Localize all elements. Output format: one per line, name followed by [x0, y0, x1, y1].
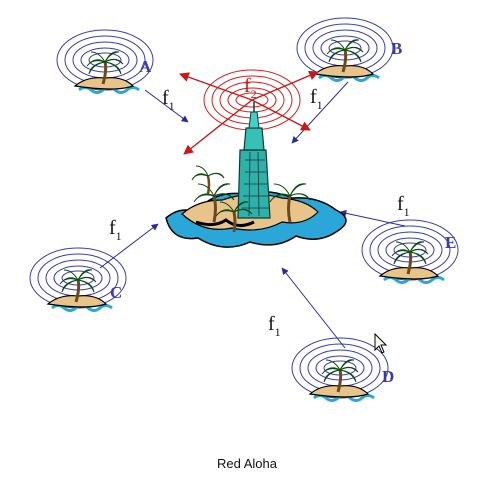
link-e-arrow: [339, 209, 406, 227]
island-e-icon: [360, 218, 460, 284]
node-c-freq: f1: [109, 217, 122, 243]
link-c-arrow: [99, 223, 159, 269]
island-d-icon: [290, 336, 390, 402]
node-c: C f1: [28, 217, 128, 312]
caption: Red Aloha: [217, 456, 277, 471]
node-e-label: E: [445, 233, 456, 252]
hub-freq: f2: [244, 75, 257, 101]
node-d: D f1: [268, 313, 394, 402]
node-a-label: A: [139, 57, 152, 76]
node-b-freq: f1: [310, 86, 323, 112]
node-d-label: D: [382, 367, 394, 386]
hub-broadcast-arrows: [179, 70, 319, 155]
node-e: E f1: [360, 193, 460, 284]
node-b-label: B: [391, 39, 402, 58]
mouse-cursor-icon: [374, 332, 388, 354]
tower-icon: [237, 102, 271, 219]
node-e-freq: f1: [397, 193, 410, 219]
node-a: A f1: [55, 28, 175, 113]
node-b: B f1: [295, 16, 402, 112]
node-d-freq: f1: [268, 313, 281, 339]
link-b-arrow: [291, 81, 349, 144]
link-d-arrow: [281, 267, 346, 349]
node-a-freq: f1: [162, 87, 175, 113]
node-c-label: C: [110, 283, 122, 302]
link-a-arrow: [144, 89, 189, 123]
island-b-icon: [295, 16, 395, 82]
palm-trees-icon: [191, 165, 311, 233]
